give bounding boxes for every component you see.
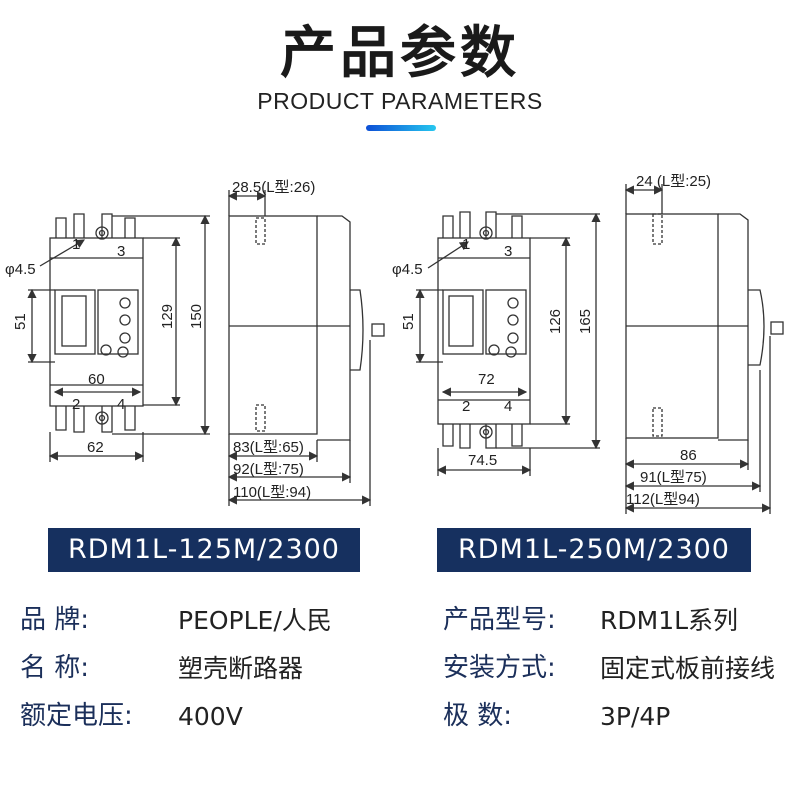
- spec-poles-label: 极 数:: [443, 701, 513, 731]
- model-label-left: RDM1L-125M/2300: [48, 528, 360, 572]
- spec-install-label: 安装方式:: [443, 653, 556, 683]
- left-dim-60: 60: [88, 371, 105, 388]
- right-terminal-4: 4: [504, 398, 512, 415]
- spec-name-value: 塑壳断路器: [178, 654, 304, 683]
- left-terminal-1: 1: [72, 236, 80, 253]
- right-side-top-dim: 24 (L型:25): [636, 173, 711, 190]
- left-front-view: [27, 213, 210, 462]
- right-terminal-2: 2: [462, 398, 470, 415]
- left-terminal-3: 3: [117, 243, 125, 260]
- spec-name-label: 名 称:: [20, 653, 90, 683]
- spec-model-value: RDM1L系列: [600, 606, 739, 635]
- model-label-right: RDM1L-250M/2300: [437, 528, 751, 572]
- left-side-view: [227, 190, 385, 506]
- right-front-view: [415, 211, 601, 476]
- left-side-92: 92(L型:75): [233, 461, 304, 478]
- spec-brand-label: 品 牌:: [20, 605, 90, 635]
- right-side-view: [624, 184, 784, 514]
- left-dim-51: 51: [12, 313, 29, 330]
- technical-drawing: φ4.5 51 129 150 60 62 1 3 2 4 28.5(L型:26…: [5, 173, 784, 514]
- left-terminal-4: 4: [117, 396, 125, 413]
- left-dim-62: 62: [87, 439, 104, 456]
- right-dim-72: 72: [478, 371, 495, 388]
- accent-bar: [366, 125, 436, 131]
- left-terminal-2: 2: [72, 396, 80, 413]
- left-side-110: 110(L型:94): [233, 484, 311, 501]
- right-side-91: 91(L型75): [640, 469, 707, 486]
- spec-voltage-value: 400V: [178, 702, 243, 731]
- right-side-112: 112(L型94): [626, 491, 700, 508]
- left-hole-label: φ4.5: [5, 261, 36, 278]
- right-dim-51: 51: [400, 313, 417, 330]
- left-side-83: 83(L型:65): [233, 439, 304, 456]
- right-side-86: 86: [680, 447, 697, 464]
- page-subtitle: PRODUCT PARAMETERS: [257, 88, 543, 114]
- spec-brand-value: PEOPLE/人民: [178, 606, 332, 635]
- spec-model-label: 产品型号:: [443, 605, 556, 635]
- spec-voltage-label: 额定电压:: [20, 701, 133, 731]
- left-dim-129: 129: [159, 304, 176, 329]
- page-title: 产品参数: [280, 21, 520, 86]
- right-terminal-1: 1: [462, 236, 470, 253]
- spec-install-value: 固定式板前接线: [600, 654, 776, 683]
- right-dim-165: 165: [577, 309, 594, 334]
- right-terminal-3: 3: [504, 243, 512, 260]
- right-dim-126: 126: [547, 309, 564, 334]
- right-hole-label: φ4.5: [392, 261, 423, 278]
- left-dim-150: 150: [188, 304, 205, 329]
- right-dim-74-5: 74.5: [468, 452, 497, 469]
- left-side-top-dim: 28.5(L型:26): [232, 179, 315, 196]
- spec-poles-value: 3P/4P: [600, 702, 671, 731]
